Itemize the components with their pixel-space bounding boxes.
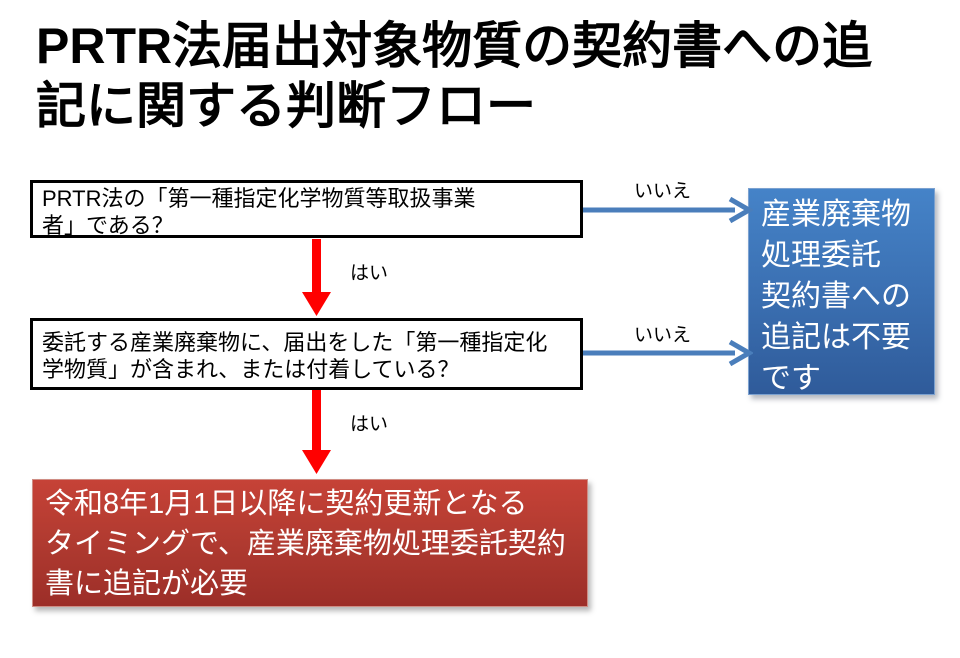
arrow-shaft	[312, 390, 321, 453]
result-box-no-line-3: 契約書への	[761, 280, 911, 313]
page-title-line-2: 記に関する判断フロー	[36, 78, 536, 134]
yes-arrow-2	[302, 390, 331, 474]
page-title: PRTR法届出対象物質の契約書への追 記に関する判断フロー	[36, 16, 941, 136]
result-box-no-line-1: 産業廃棄物	[761, 198, 911, 231]
result-box-yes: 令和8年1月1日以降に契約更新となる タイミングで、産業廃棄物処理委託契約 書に…	[32, 479, 588, 607]
arrow-head-icon	[302, 292, 331, 316]
arrow-head-icon	[728, 339, 753, 367]
question-box-2-line-2: 学物質」が含まれ、または付着している？	[42, 357, 460, 382]
question-box-1-line-1: PRTR法の「第一種指定化学物質等取扱事業	[42, 186, 476, 211]
question-box-1: PRTR法の「第一種指定化学物質等取扱事業 者」である？	[30, 180, 583, 238]
result-box-no-line-4: 追記は不要	[761, 321, 911, 354]
no-arrow-2	[583, 339, 753, 367]
result-box-yes-line-2: タイミングで、産業廃棄物処理委託契約	[45, 528, 566, 560]
result-box-yes-line-3: 書に追記が必要	[45, 568, 249, 600]
result-box-yes-line-1: 令和8年1月1日以降に契約更新となる	[45, 488, 528, 520]
edge-label-no-2: いいえ	[634, 325, 692, 346]
question-box-2: 委託する産業廃棄物に、届出をした「第一種指定化 学物質」が含まれ、または付着して…	[30, 318, 583, 390]
question-box-2-line-1: 委託する産業廃棄物に、届出をした「第一種指定化	[42, 330, 548, 355]
result-box-no-line-2: 処理委託	[761, 239, 881, 272]
arrow-head-icon	[728, 196, 753, 224]
question-box-1-line-2: 者」である？	[42, 213, 174, 238]
yes-arrow-1	[302, 239, 331, 316]
no-arrow-1	[583, 196, 753, 224]
edge-label-yes-2: はい	[350, 414, 389, 435]
arrow-head-icon	[302, 450, 331, 474]
result-box-no-line-5: です	[761, 362, 821, 395]
edge-label-no-1: いいえ	[634, 181, 692, 202]
edge-label-yes-1: はい	[350, 263, 389, 284]
result-box-no: 産業廃棄物 処理委託 契約書への 追記は不要 です	[748, 188, 935, 395]
page-title-line-1: PRTR法届出対象物質の契約書への追	[36, 18, 873, 74]
arrow-shaft	[312, 239, 321, 296]
